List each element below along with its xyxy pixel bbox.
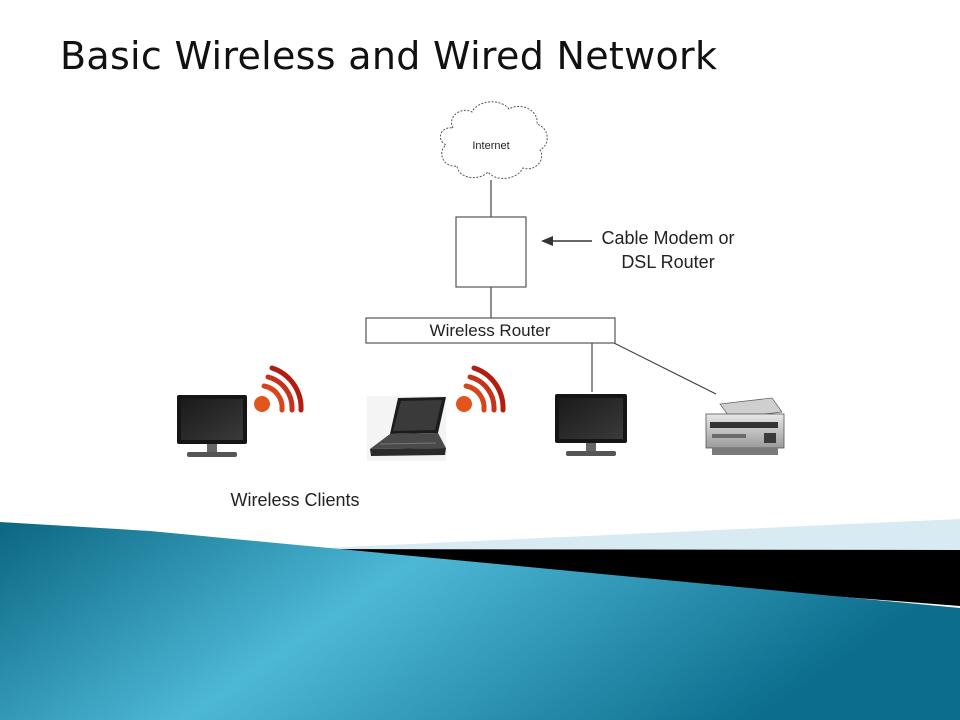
router-to-printer-line (613, 342, 717, 395)
monitor-icon (177, 395, 247, 457)
slide-title: Basic Wireless and Wired Network (60, 34, 718, 78)
arrow-left-icon (541, 236, 592, 246)
wifi-signal-icon (254, 365, 304, 413)
wireless-clients-label: Wireless Clients (230, 490, 359, 510)
printer-icon (705, 397, 785, 455)
wireless-router-label: Wireless Router (430, 321, 551, 340)
monitor-icon (555, 394, 627, 456)
modem-label-line1: Cable Modem or (601, 228, 734, 248)
footer-decoration (0, 519, 960, 720)
laptop-icon (367, 396, 446, 461)
internet-cloud-icon (439, 101, 548, 179)
modem-label-line2: DSL Router (621, 252, 714, 272)
cable-modem-box (455, 216, 527, 288)
wireless-router-box (365, 317, 616, 344)
internet-label: Internet (472, 140, 509, 152)
wifi-signal-icon (456, 365, 506, 413)
